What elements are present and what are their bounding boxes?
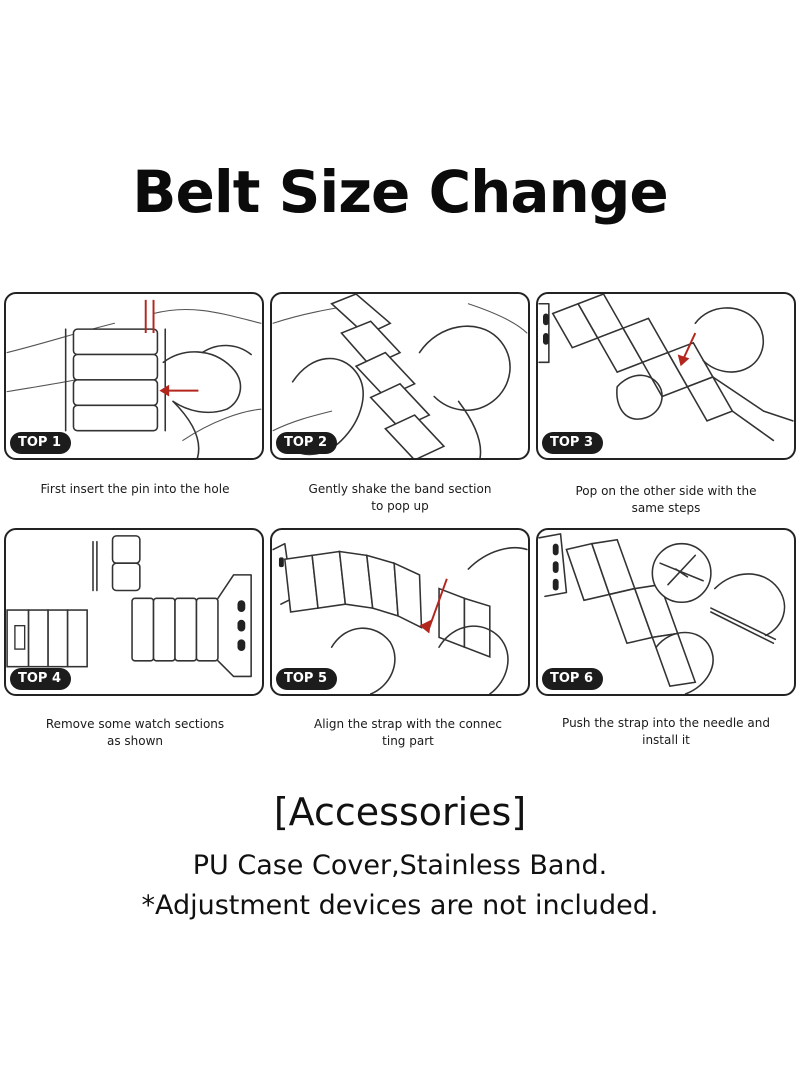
accessories-line-2: *Adjustment devices are not included. — [141, 890, 659, 921]
step-2-illustration — [272, 294, 528, 458]
step-panel-3: TOP 3 — [536, 292, 796, 460]
step-panel-1: TOP 1 — [4, 292, 264, 460]
step-1-illustration — [6, 299, 262, 458]
page-title: Belt Size Change — [132, 158, 668, 226]
step-caption-6: Push the strap into the needle and insta… — [562, 716, 770, 747]
step-caption-2: Gently shake the band section to pop up — [308, 482, 492, 513]
step-5-illustration — [272, 542, 528, 694]
step-caption-4: Remove some watch sections as shown — [45, 717, 225, 748]
step-panel-2: TOP 2 — [270, 292, 530, 460]
step-badge-5: TOP 5 — [276, 668, 338, 690]
step-panel-5: TOP 5 — [270, 528, 530, 696]
accessories-title: [Accessories] — [273, 790, 527, 834]
step-panel-4: TOP 4 — [4, 528, 264, 696]
step-badge-3: TOP 3 — [542, 432, 604, 454]
step-caption-5: Align the strap with the connec ting par… — [313, 717, 502, 748]
step-badge-6: TOP 6 — [542, 668, 604, 690]
step-badge-1: TOP 1 — [10, 432, 72, 454]
step-4-illustration — [6, 535, 252, 678]
step-badge-4: TOP 4 — [10, 668, 72, 690]
step-panel-6: TOP 6 — [536, 528, 796, 696]
step-caption-1: First insert the pin into the hole — [40, 482, 230, 496]
step-6-illustration — [538, 533, 786, 694]
accessories-line-1: PU Case Cover,Stainless Band. — [192, 850, 608, 881]
step-3-illustration — [538, 294, 794, 442]
step-caption-3: Pop on the other side with the same step… — [575, 484, 757, 515]
step-badge-2: TOP 2 — [276, 432, 338, 454]
